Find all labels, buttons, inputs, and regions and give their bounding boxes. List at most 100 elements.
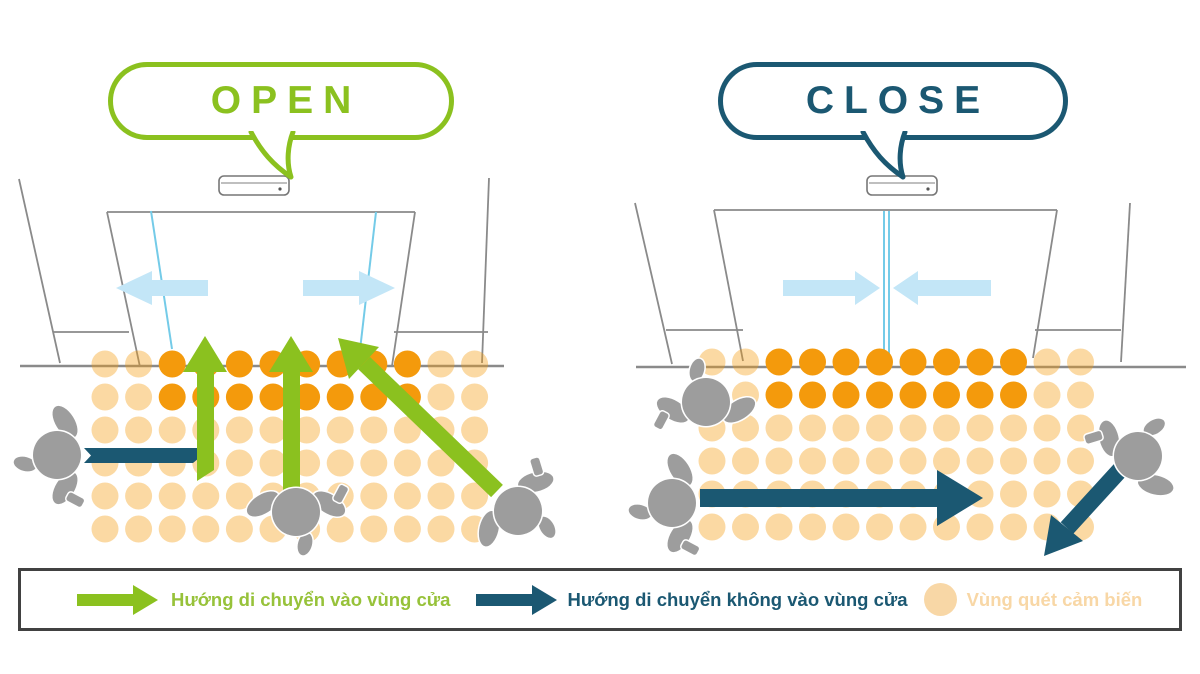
detection-dot — [899, 513, 927, 541]
detection-dot — [933, 447, 960, 475]
door-closing-arrow-left — [783, 271, 880, 305]
detection-dot-active — [832, 348, 860, 376]
door-opening-arrow-right — [303, 271, 395, 305]
detection-dot — [393, 482, 421, 510]
detection-dot — [225, 416, 253, 444]
detection-dot — [326, 416, 354, 444]
detection-dot-active — [832, 381, 860, 409]
detection-dot-active — [393, 350, 421, 378]
detection-dot-active — [866, 348, 893, 376]
detection-dot — [966, 414, 994, 442]
detection-dot — [225, 449, 253, 477]
detection-dot — [765, 414, 793, 442]
detection-dot — [326, 515, 354, 543]
detection-dot — [125, 350, 153, 378]
passing-path-segment — [84, 448, 211, 463]
door-closing-arrow-right — [893, 271, 991, 305]
detection-dot — [125, 515, 153, 543]
detection-dot — [966, 513, 994, 541]
detection-dot — [1067, 381, 1094, 409]
detection-dot-active — [966, 348, 994, 376]
detection-dot — [732, 348, 759, 376]
detection-dot — [91, 482, 119, 510]
detection-dot — [427, 515, 455, 543]
detection-dot-active — [866, 381, 893, 409]
detection-dot — [1000, 513, 1027, 541]
detection-dot — [158, 416, 186, 444]
detection-dot — [1033, 414, 1061, 442]
detection-dot — [393, 449, 421, 477]
detection-dot — [91, 515, 119, 543]
detection-dot — [125, 416, 153, 444]
detection-dot — [158, 515, 186, 543]
detection-dot — [765, 447, 793, 475]
open-bubble: OPEN — [108, 62, 454, 140]
orange-dot-icon — [923, 583, 957, 616]
detection-dot — [427, 350, 455, 378]
detection-dot — [259, 416, 287, 444]
open-door-diagram — [18, 177, 504, 368]
movement-arrows-open — [84, 336, 503, 498]
entering-arrow-2 — [269, 336, 313, 490]
detection-dot — [360, 449, 388, 477]
detection-dot — [461, 350, 489, 378]
detection-dot — [125, 482, 153, 510]
detection-dot-active — [765, 381, 793, 409]
detection-dot — [698, 447, 726, 475]
detection-dot — [1000, 414, 1027, 442]
detection-dot — [427, 449, 455, 477]
detection-dot — [1033, 447, 1061, 475]
detection-dot-active — [765, 348, 793, 376]
detection-dot — [1033, 348, 1061, 376]
detection-dot-active — [933, 348, 960, 376]
legend-label-scan-zone: Vùng quét cảm biến — [966, 588, 1143, 610]
detection-dot-active — [1000, 381, 1027, 409]
detection-dot — [1000, 447, 1027, 475]
detection-dot-active — [799, 348, 826, 376]
detection-dot-active — [158, 383, 186, 411]
detection-dot — [461, 383, 489, 411]
detection-dot — [158, 482, 186, 510]
detection-dot — [91, 350, 119, 378]
detection-dot — [360, 416, 388, 444]
detection-dot — [427, 383, 455, 411]
detection-dot-active — [225, 350, 253, 378]
legend: Hướng di chuyển vào vùng cửa Hướng di ch… — [18, 568, 1182, 631]
passing-arrow-horizontal — [700, 470, 983, 526]
movement-arrows-close — [700, 464, 1127, 556]
close-bubble-tail — [860, 131, 908, 180]
detection-dot — [1000, 480, 1027, 508]
detection-dot — [360, 482, 388, 510]
detection-dot-active — [966, 381, 994, 409]
detection-dot — [799, 513, 826, 541]
open-bubble-tail — [248, 131, 296, 180]
close-label: CLOSE — [805, 79, 991, 122]
detection-dot-active — [326, 383, 354, 411]
detection-dot-active — [1000, 348, 1027, 376]
detection-dot-active — [899, 381, 927, 409]
leaving-arrow-diagonal — [1044, 464, 1127, 556]
detection-dot — [866, 447, 893, 475]
door-sensor-icon-open — [218, 175, 290, 196]
detection-dot — [832, 513, 860, 541]
person-close-left — [625, 448, 702, 558]
detection-dot — [192, 515, 220, 543]
detection-dot — [461, 482, 489, 510]
detection-dot-active — [259, 383, 287, 411]
legend-label-entering: Hướng di chuyển vào vùng cửa — [171, 588, 451, 610]
detection-dot — [966, 447, 994, 475]
detection-dot — [1033, 480, 1061, 508]
detection-dot — [1033, 381, 1061, 409]
detection-dot-active — [799, 381, 826, 409]
detection-dot-active — [158, 350, 186, 378]
detection-dot-active — [933, 381, 960, 409]
legend-label-passing: Hướng di chuyển không vào vùng cửa — [567, 588, 908, 610]
detection-zone-grid-close — [698, 348, 1094, 541]
detection-dot-active — [225, 383, 253, 411]
teal-arrow-icon — [476, 584, 558, 615]
detection-dot — [125, 383, 153, 411]
green-arrow-icon — [77, 584, 158, 615]
detection-dot — [225, 482, 253, 510]
